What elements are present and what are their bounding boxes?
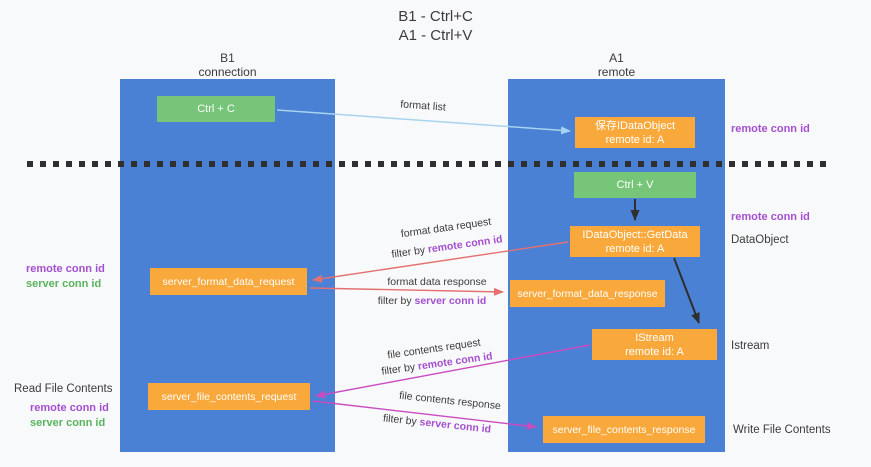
side-label-dataobject: DataObject [731,234,789,246]
server-conn-id-text: server conn id [414,295,487,307]
filter-by-text: filter by [382,412,418,428]
edge-label-filter-server-2: filter by server conn id [382,412,491,435]
node-istream-line2: remote id: A [625,345,684,358]
node-ctrl-v-label: Ctrl + V [616,179,654,191]
column-b1-name: B1 [220,51,235,65]
diagram-title: B1 - Ctrl+C A1 - Ctrl+V [0,7,871,45]
node-server-file-contents-request-label: server_file_contents_request [161,390,297,403]
node-server-format-data-response: server_format_data_response [510,280,665,307]
node-getdata-line2: remote id: A [605,242,665,255]
title-line-2: A1 - Ctrl+V [398,27,473,44]
column-header-a1: A1 remote [508,51,725,79]
node-server-file-contents-response-label: server_file_contents_response [552,423,696,436]
server-conn-id-text: server conn id [418,416,492,436]
side-label-server-conn-id-left-2: server conn id [30,417,106,429]
edge-label-file-contents-response: file contents response [398,389,502,413]
node-server-format-data-response-label: server_format_data_response [517,287,658,300]
column-a1-role: remote [597,65,636,79]
column-a1-name: A1 [609,51,624,65]
node-server-file-contents-response: server_file_contents_response [543,416,705,443]
side-label-remote-conn-id-left-1: remote conn id [26,263,105,275]
node-istream: IStream remote id: A [592,329,717,360]
node-ctrl-v: Ctrl + V [574,172,696,198]
remote-conn-id-text: remote conn id [427,233,504,256]
column-header-b1: B1 connection [120,51,335,79]
side-label-server-conn-id-left-1: server conn id [26,278,102,290]
node-idataobject-getdata: IDataObject::GetData remote id: A [570,226,700,257]
edge-label-filter-server-1: filter by server conn id [378,295,487,307]
title-line-1: B1 - Ctrl+C [398,8,473,25]
filter-by-text: filter by [377,295,412,307]
node-save-idataobject-line2: remote id: A [605,133,665,146]
filter-by-text: filter by [380,361,416,378]
node-ctrl-c: Ctrl + C [157,96,275,122]
node-save-idataobject-line1: 保存IDataObject [594,119,676,132]
side-label-remote-conn-id-top: remote conn id [731,123,810,135]
node-ctrl-c-label: Ctrl + C [197,103,235,115]
side-label-remote-conn-id-mid: remote conn id [731,211,810,223]
node-server-file-contents-request: server_file_contents_request [148,383,310,410]
column-b1-role: connection [198,65,257,79]
node-server-format-data-request: server_format_data_request [150,268,307,295]
node-server-format-data-request-label: server_format_data_request [162,275,295,288]
side-label-write-file-contents: Write File Contents [733,424,831,436]
side-label-remote-conn-id-left-2: remote conn id [30,402,109,414]
edge-label-format-data-response: format data response [387,276,487,288]
filter-by-text: filter by [390,244,426,261]
side-label-istream: Istream [731,340,770,352]
side-label-read-file-contents: Read File Contents [14,383,113,395]
arrow-format-data-response [309,287,504,296]
edge-label-format-list: format list [399,98,447,114]
node-istream-line1: IStream [635,331,674,344]
node-save-idataobject: 保存IDataObject remote id: A [575,117,695,148]
node-getdata-line1: IDataObject::GetData [582,228,688,241]
